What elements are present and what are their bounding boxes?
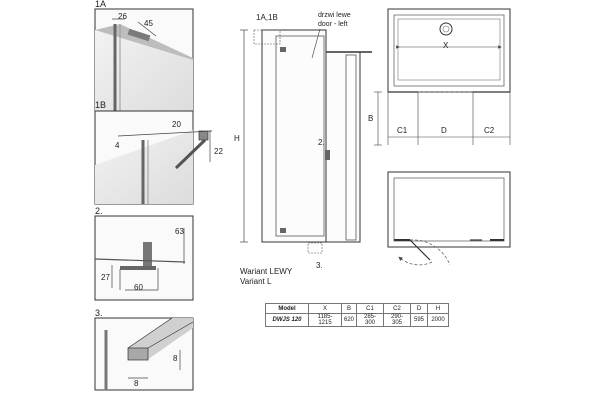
detail-2 xyxy=(94,215,194,301)
detail-3-dim-bottom: 8 xyxy=(134,379,139,388)
plan-x-label: X xyxy=(443,41,449,50)
spec-header-cell: X xyxy=(308,303,342,314)
front-ref-mid: 2. xyxy=(318,138,325,147)
front-ref-bottom: 3. xyxy=(316,261,323,270)
detail-1b-dim-left: 4 xyxy=(115,141,120,150)
detail-1a-label: 1A xyxy=(95,0,107,9)
detail-2-dim-bottom: 60 xyxy=(134,283,143,292)
spec-cell: 2000 xyxy=(427,313,450,327)
spec-header-cell: B xyxy=(340,303,358,314)
spec-cell: 620 xyxy=(340,313,358,327)
height-label: H xyxy=(234,134,240,143)
spec-header-cell: D xyxy=(410,303,429,314)
spec-header-cell: Model xyxy=(265,303,309,314)
spec-table-row: DWJS 120 1185-1215 620 285-300 290-305 5… xyxy=(265,313,450,327)
spec-cell: 1185-1215 xyxy=(308,313,342,327)
variant-line2: Variant L xyxy=(240,277,272,286)
detail-3 xyxy=(94,317,194,391)
detail-1b-dim-right: 22 xyxy=(214,147,223,156)
door-note-line2: door - left xyxy=(318,21,348,28)
detail-2-dim-right: 63 xyxy=(175,227,184,236)
spec-cell: 290-305 xyxy=(383,313,412,327)
variant-line1: Wariant LEWY xyxy=(240,267,293,276)
spec-table-header: Model X B C1 C2 D H xyxy=(265,303,450,314)
detail-1b xyxy=(94,110,213,205)
spec-header-cell: C1 xyxy=(356,303,385,314)
detail-1a-dim-side: 45 xyxy=(144,19,153,28)
detail-1b-label: 1B xyxy=(95,100,107,110)
detail-1b-dim-top: 20 xyxy=(172,120,181,129)
plan-view-top xyxy=(374,8,511,146)
detail-1a xyxy=(94,8,194,119)
spec-cell: 595 xyxy=(410,313,429,327)
spec-cell: 285-300 xyxy=(356,313,385,327)
detail-1a-dim-top: 26 xyxy=(118,12,127,21)
detail-3-label: 3. xyxy=(95,308,103,318)
detail-3-dim-right: 8 xyxy=(173,354,178,363)
door-note-line1: drzwi lewe xyxy=(318,12,351,19)
plan-b-label: B xyxy=(368,114,374,123)
plan-view-bottom xyxy=(387,171,511,266)
spec-table: Model X B C1 C2 D H DWJS 120 1185-1215 6… xyxy=(265,303,450,327)
plan-c2-label: C2 xyxy=(484,126,495,135)
plan-d-label: D xyxy=(441,126,447,135)
front-ref-top: 1A,1B xyxy=(256,13,278,22)
spec-header-cell: H xyxy=(427,303,450,314)
plan-c1-label: C1 xyxy=(397,126,408,135)
front-view xyxy=(240,28,372,254)
detail-2-dim-left: 27 xyxy=(101,273,110,282)
spec-cell: DWJS 120 xyxy=(265,313,309,327)
detail-2-label: 2. xyxy=(95,206,103,216)
spec-header-cell: C2 xyxy=(383,303,412,314)
